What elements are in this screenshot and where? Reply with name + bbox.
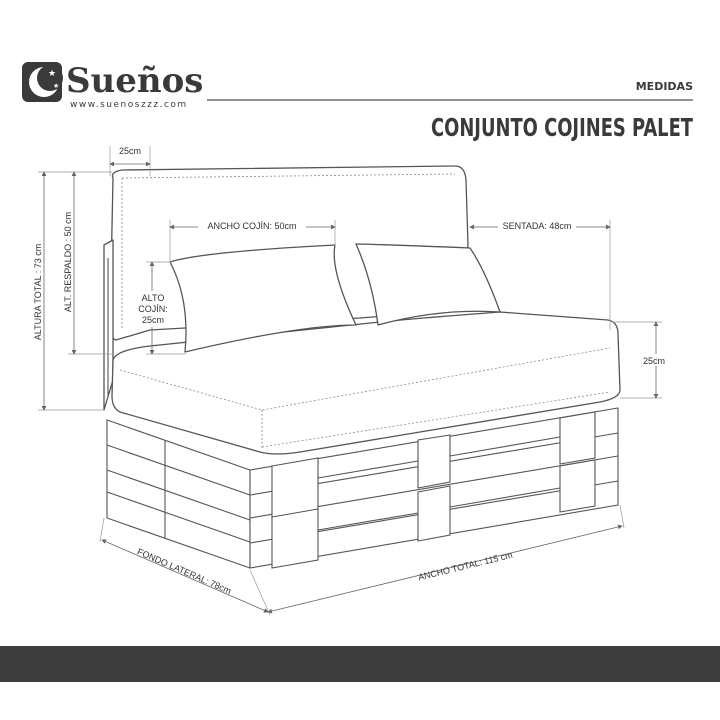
dim-cushion-width: ANCHO COJÍN: 50cm (207, 221, 296, 231)
dim-backrest-depth: 25cm (119, 146, 141, 156)
svg-text:★: ★ (48, 69, 56, 79)
dim-total-width: ANCHO TOTAL: 115 cm (417, 550, 513, 583)
dim-seat-depth: SENTADA: 48cm (503, 221, 572, 231)
sofa-illustration (103, 165, 621, 455)
page-title: CONJUNTO COJINES PALET (431, 113, 694, 142)
section-label: MEDIDAS (636, 80, 693, 93)
dim-total-height: ALTURA TOTAL : 73 cm (33, 244, 43, 341)
page-header: MEDIDAS CONJUNTO COJINES PALET (207, 80, 694, 142)
dim-cushion-height-line1: ALTO (142, 293, 165, 303)
dim-cushion-height-line3: 25cm (142, 315, 164, 325)
throw-cushion-right (355, 243, 501, 326)
dim-cushion-height-line2: COJÍN: (138, 304, 168, 314)
brand-name: Sueños (66, 61, 203, 101)
brand-url: www.suenoszzz.com (70, 100, 188, 110)
svg-text:★: ★ (53, 82, 59, 90)
svg-text:★: ★ (39, 91, 44, 98)
brand-logo: ★ ★ ★ Sueños www.suenoszzz.com (22, 61, 203, 110)
throw-cushion-left (169, 244, 357, 353)
footer-bar (0, 646, 720, 682)
moon-stars-icon: ★ ★ ★ (22, 62, 63, 102)
dim-backrest-height: ALT. RESPALDO : 50 cm (63, 212, 73, 312)
dim-seat-thickness: 25cm (643, 356, 665, 366)
